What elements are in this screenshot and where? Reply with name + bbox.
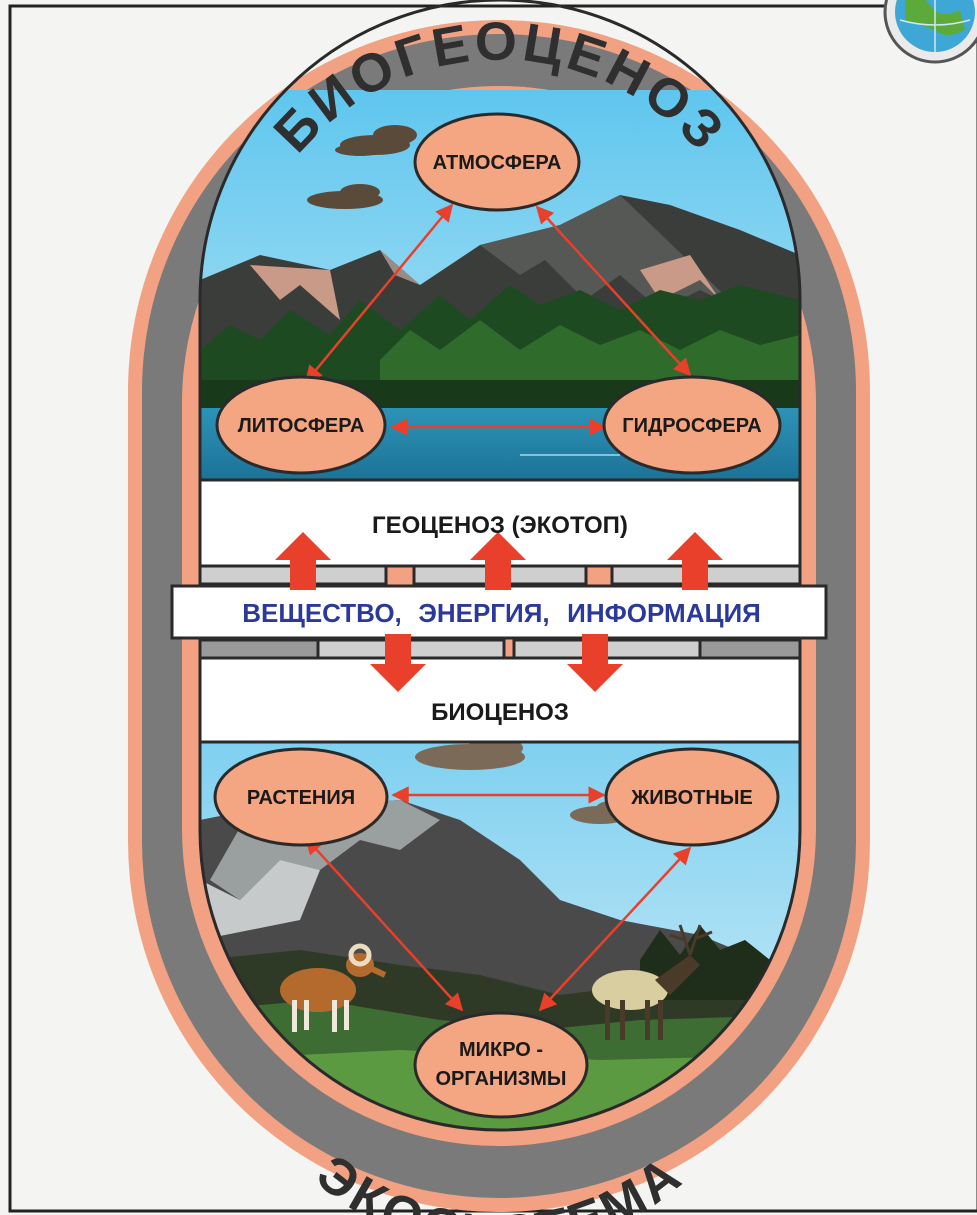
globe-icon: [885, 0, 977, 62]
exchange-word-information: ИНФОРМАЦИЯ: [567, 598, 761, 628]
geocenosis-title: ГЕОЦЕНОЗ (ЭКОТОП): [372, 512, 628, 539]
node-micro-label-2: ОРГАНИЗМЫ: [435, 1068, 566, 1090]
node-micro-label-1: МИКРО -: [459, 1039, 543, 1061]
node-atmosphere-label: АТМОСФЕРА: [433, 152, 562, 174]
node-animals-label: ЖИВОТНЫЕ: [630, 787, 753, 809]
node-plants-label: РАСТЕНИЯ: [247, 787, 355, 809]
node-microorganisms: [415, 1013, 587, 1117]
exchange-word-energy: ЭНЕРГИЯ,: [418, 598, 549, 628]
biocenosis-title: БИОЦЕНОЗ: [431, 699, 569, 726]
node-lithosphere-label: ЛИТОСФЕРА: [238, 415, 365, 437]
node-hydrosphere-label: ГИДРОСФЕРА: [622, 415, 761, 437]
exchange-word-substance: ВЕЩЕСТВО,: [242, 598, 402, 628]
